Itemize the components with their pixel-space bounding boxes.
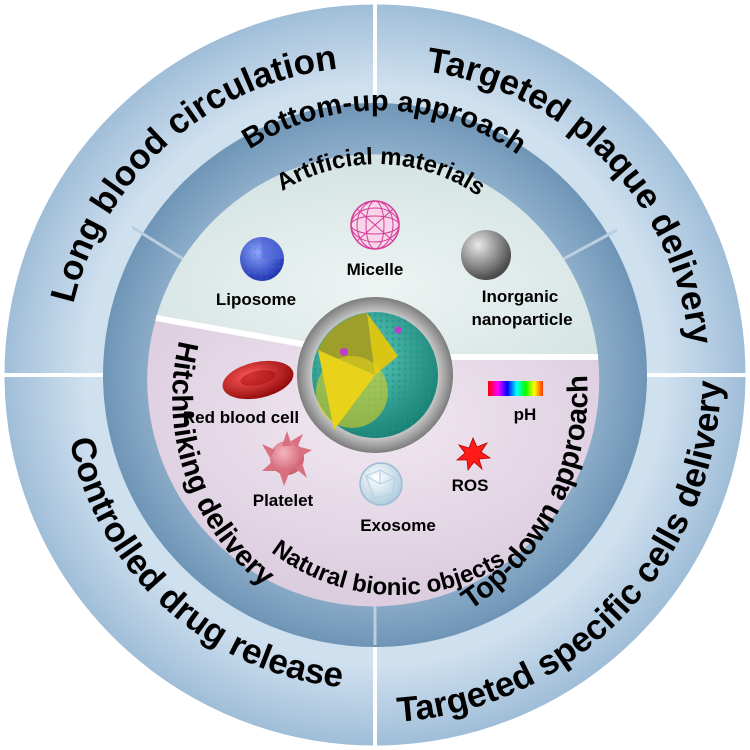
ros-burst-icon — [455, 436, 492, 472]
label-platelet: Platelet — [253, 491, 314, 510]
bionic-nanoparticle-icon — [297, 297, 453, 453]
inorganic-nanoparticle-icon — [461, 230, 511, 280]
label-inorganic: Inorganic — [482, 287, 559, 306]
exosome-icon — [359, 462, 403, 506]
label-micelle: Micelle — [347, 260, 404, 279]
liposome-icon — [240, 237, 284, 281]
upper-section-bg — [156, 154, 598, 357]
label-ros: ROS — [452, 476, 489, 495]
micelle-icon — [350, 200, 400, 250]
red-blood-cell-icon — [222, 360, 294, 400]
label-exosome: Exosome — [360, 516, 436, 535]
label-red-blood-cell: Red blood cell — [183, 408, 299, 427]
platelet-icon — [262, 431, 312, 486]
label-nanoparticle: nanoparticle — [471, 310, 572, 329]
label-ph: pH — [514, 405, 537, 424]
label-liposome: Liposome — [216, 290, 296, 309]
ph-gradient-bar-icon — [488, 381, 543, 396]
